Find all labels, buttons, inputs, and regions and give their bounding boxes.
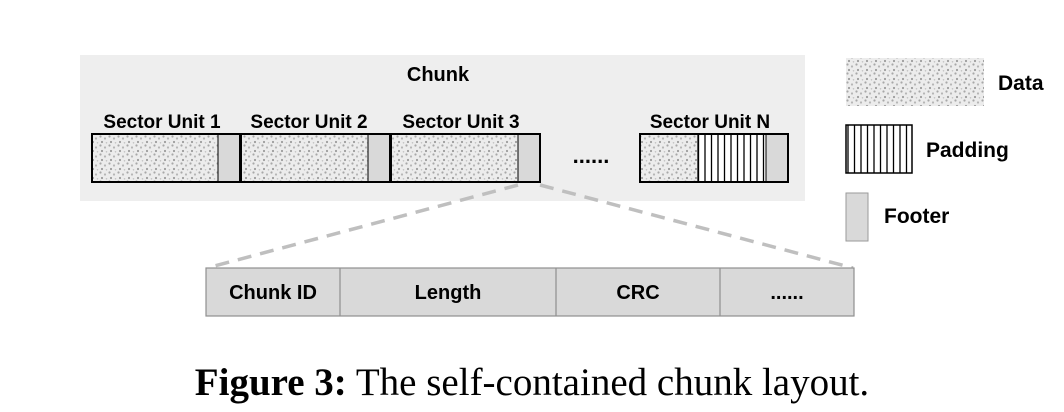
footer-block — [518, 134, 540, 182]
sector-unit-label-3: Sector Unit 3 — [402, 112, 519, 133]
footer-block — [368, 134, 390, 182]
zoom-line-right — [539, 183, 854, 270]
legend-padding-label: Padding — [926, 139, 1009, 162]
sector-unit-1 — [91, 133, 241, 183]
footer-field-chunk-id: Chunk ID — [229, 282, 317, 304]
zoom-line-left — [206, 183, 519, 270]
legend-data-label: Data — [998, 72, 1044, 95]
padding-block — [698, 134, 766, 182]
footer-field-crc: CRC — [616, 282, 659, 304]
legend-footer-label: Footer — [884, 205, 949, 228]
footer-fields: Chunk ID Length CRC ...... — [205, 267, 855, 317]
footer-field-ellipsis: ...... — [770, 282, 803, 304]
sector-unit-label-2: Sector Unit 2 — [250, 112, 367, 133]
legend-padding-swatch — [845, 124, 913, 174]
data-block — [391, 134, 518, 182]
legend: Data Padding Footer — [845, 58, 1044, 242]
sector-unit-2 — [240, 133, 391, 183]
sector-unit-label-1: Sector Unit 1 — [103, 112, 221, 133]
caption-text: The self-contained chunk layout. — [346, 361, 870, 404]
data-block — [92, 134, 218, 182]
footer-block — [766, 134, 788, 182]
data-block — [640, 134, 698, 182]
caption-label: Figure 3: — [194, 361, 347, 404]
footer-field-length: Length — [415, 282, 482, 304]
sector-unit-label-n: Sector Unit N — [650, 112, 770, 133]
chunk-title: Chunk — [407, 64, 470, 86]
data-block — [241, 134, 368, 182]
sector-ellipsis: ...... — [573, 143, 610, 168]
sector-unit-3 — [390, 133, 541, 183]
legend-footer-swatch — [845, 192, 869, 242]
figure-caption: Figure 3: The self-contained chunk layou… — [0, 360, 1064, 405]
footer-block — [218, 134, 240, 182]
legend-data-swatch — [846, 58, 984, 106]
sector-unit-n — [639, 133, 789, 183]
